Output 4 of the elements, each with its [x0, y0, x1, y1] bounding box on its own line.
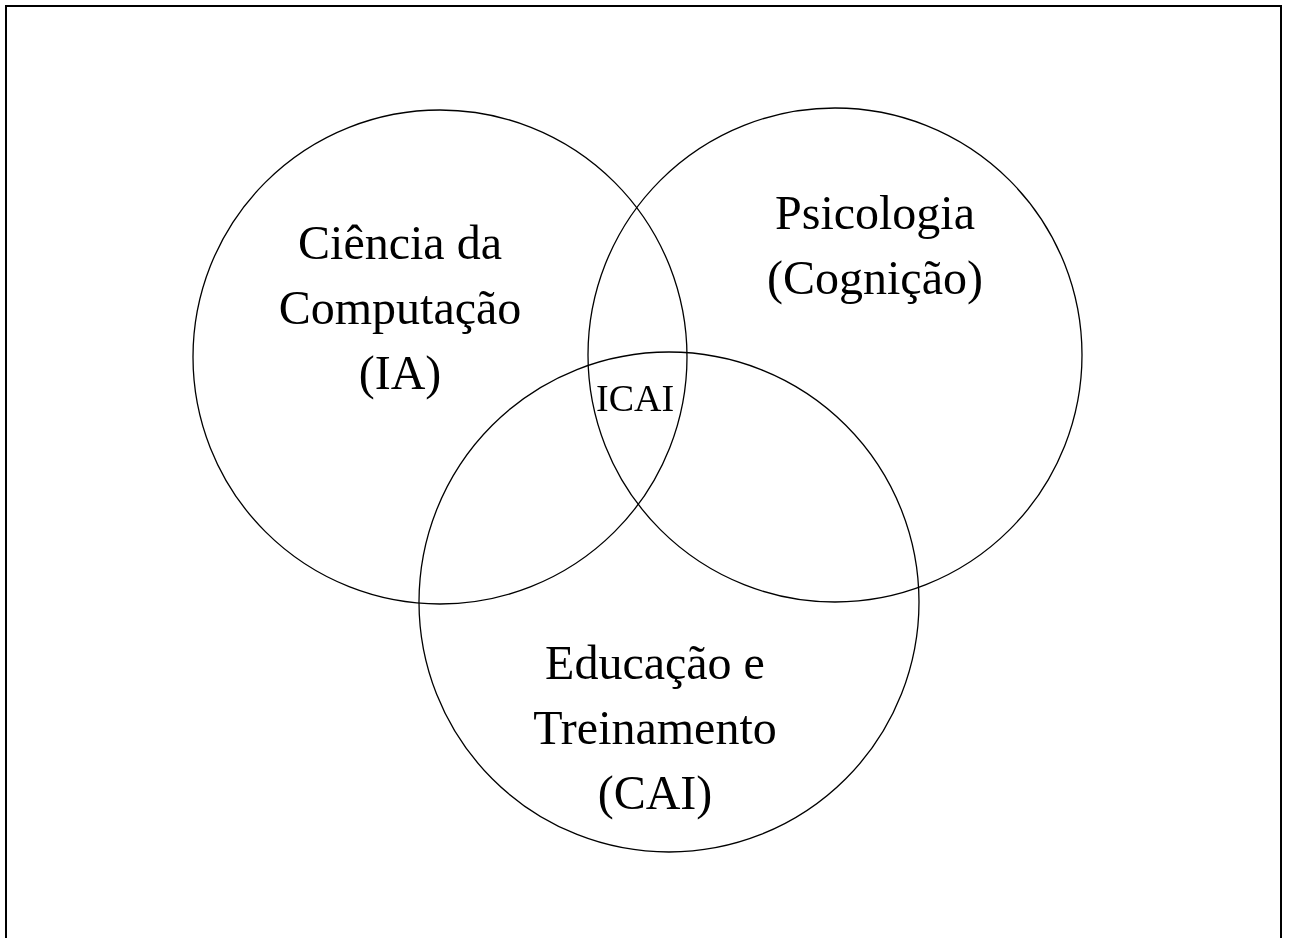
circle-label: Educação e Treinamento (CAI) [532, 635, 778, 821]
circle-label: Psicologia (Cognição) [766, 185, 984, 307]
circle-label: Ciência da Computação (IA) [277, 215, 523, 401]
intersection-label: ICAI [596, 376, 675, 420]
